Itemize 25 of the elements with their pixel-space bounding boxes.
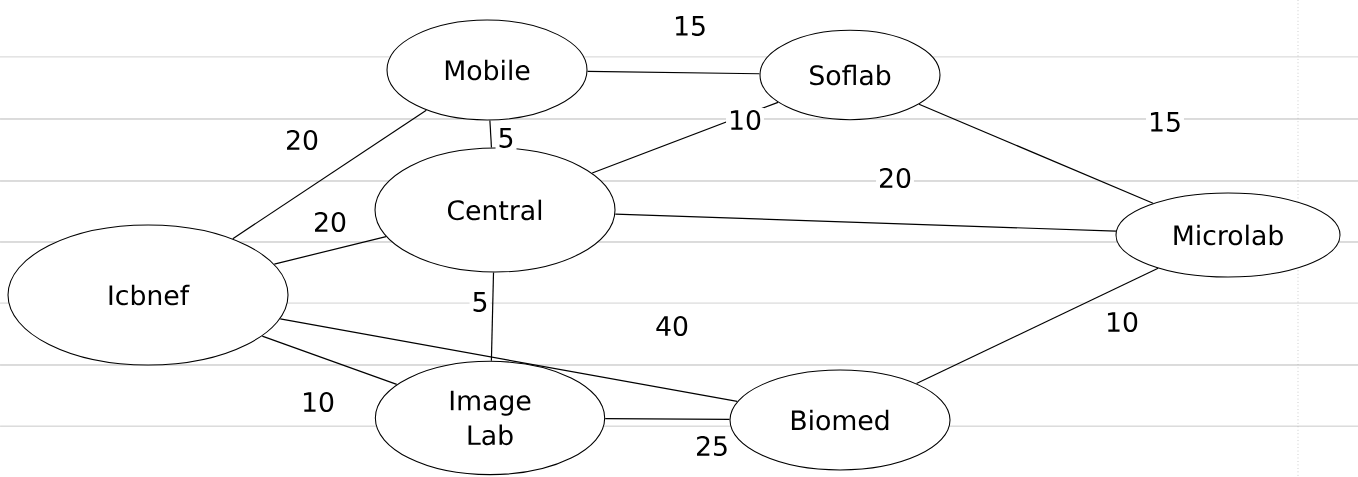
- edge-label: 20: [283, 127, 321, 153]
- edge-label: 20: [876, 165, 914, 191]
- connector-line: [614, 213, 1117, 232]
- connector-line: [915, 267, 1159, 385]
- connector-line: [489, 119, 493, 149]
- edge-label: 10: [726, 107, 764, 133]
- connector-line: [279, 318, 738, 403]
- edge-label: 25: [693, 433, 731, 459]
- connector-line: [273, 236, 387, 265]
- connector-line: [261, 335, 398, 386]
- node-label: Biomed: [791, 409, 889, 431]
- edge-label: 5: [469, 290, 491, 314]
- node-label: Image Lab: [450, 390, 531, 446]
- connector-line: [232, 109, 427, 240]
- edge-label: 10: [1103, 309, 1141, 335]
- edge-label: 15: [671, 14, 709, 38]
- connector-line: [490, 271, 495, 362]
- connector-line: [918, 103, 1154, 204]
- edge-label: 5: [495, 126, 517, 150]
- edge-label: 40: [653, 313, 691, 339]
- edge-label: 20: [311, 209, 349, 235]
- connector-line: [586, 70, 761, 75]
- edge-label: 10: [299, 389, 337, 415]
- connector-line: [604, 418, 731, 420]
- edge-label: 15: [1146, 110, 1184, 134]
